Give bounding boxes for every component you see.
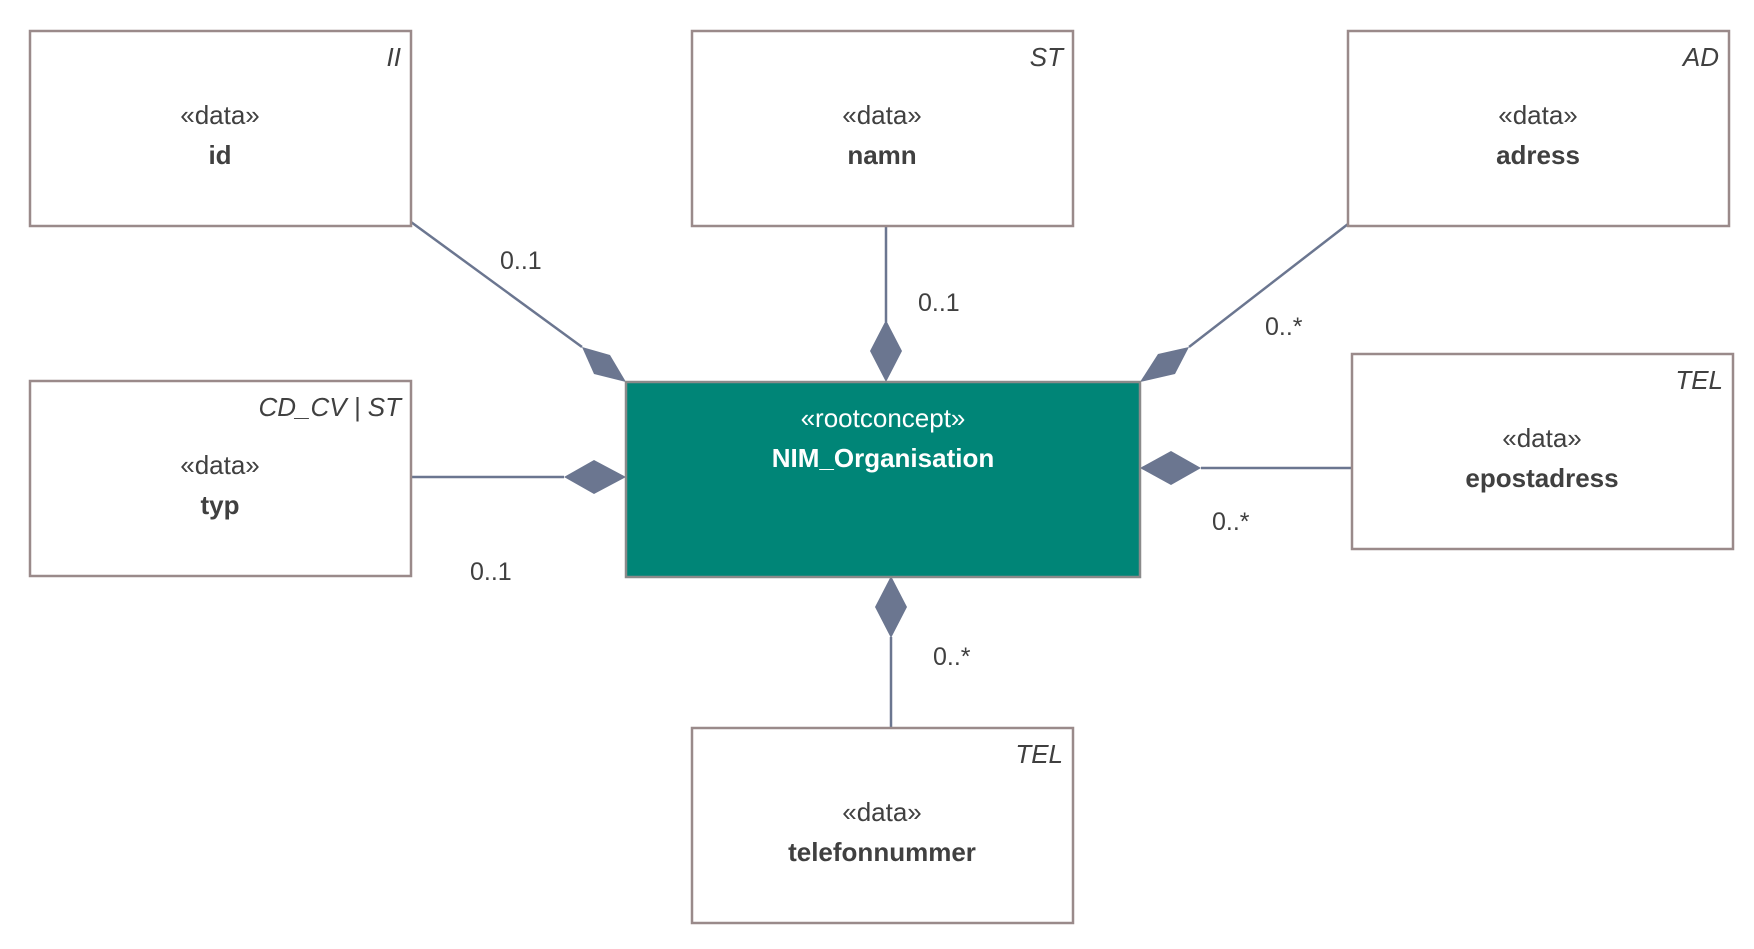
class-name: epostadress bbox=[1465, 463, 1618, 493]
composition-diamond-icon bbox=[1140, 347, 1189, 382]
stereotype-label: «data» bbox=[180, 100, 260, 130]
connector-id[interactable] bbox=[410, 220, 626, 382]
multiplicity-telefonnummer: 0..* bbox=[933, 643, 971, 671]
class-box-id[interactable]: II «data» id bbox=[28, 29, 413, 228]
composition-diamond-icon bbox=[564, 460, 626, 494]
composition-diamond-icon bbox=[875, 576, 907, 638]
class-box-typ[interactable]: CD_CV | ST «data» typ bbox=[28, 379, 413, 578]
class-box-epostadress[interactable]: TEL «data» epostadress bbox=[1350, 352, 1735, 551]
datatype-label: II bbox=[387, 42, 401, 72]
composition-diamond-icon bbox=[870, 320, 902, 382]
composition-diamond-icon bbox=[1140, 451, 1201, 485]
connector-namn[interactable] bbox=[870, 226, 902, 382]
root-concept-fill bbox=[624, 380, 1142, 579]
stereotype-label: «data» bbox=[180, 450, 260, 480]
connector-epostadress[interactable] bbox=[1140, 451, 1352, 485]
datatype-label: TEL bbox=[1675, 365, 1723, 395]
stereotype-label: «data» bbox=[842, 100, 922, 130]
class-box-adress[interactable]: AD «data» adress bbox=[1346, 29, 1731, 228]
stereotype-label: «data» bbox=[1502, 423, 1582, 453]
root-concept-box[interactable]: «rootconcept» NIM_Organisation bbox=[624, 380, 1142, 579]
root-stereotype-label: «rootconcept» bbox=[801, 403, 966, 433]
datatype-label: CD_CV | ST bbox=[258, 392, 403, 422]
root-class-name: NIM_Organisation bbox=[772, 443, 994, 473]
class-name: telefonnummer bbox=[788, 837, 976, 867]
class-box-telefonnummer[interactable]: TEL «data» telefonnummer bbox=[690, 726, 1075, 925]
datatype-label: ST bbox=[1030, 42, 1065, 72]
multiplicity-namn: 0..1 bbox=[918, 289, 960, 317]
stereotype-label: «data» bbox=[842, 797, 922, 827]
connector-adress[interactable] bbox=[1140, 223, 1349, 382]
connector-telefonnummer[interactable] bbox=[875, 576, 907, 728]
datatype-label: TEL bbox=[1015, 739, 1063, 769]
connector-typ[interactable] bbox=[411, 460, 626, 494]
datatype-label: AD bbox=[1681, 42, 1719, 72]
class-name: namn bbox=[847, 140, 916, 170]
multiplicity-id: 0..1 bbox=[500, 247, 542, 275]
multiplicity-adress: 0..* bbox=[1265, 313, 1303, 341]
multiplicity-epostadress: 0..* bbox=[1212, 508, 1250, 536]
composition-diamond-icon bbox=[582, 347, 626, 382]
class-name: adress bbox=[1496, 140, 1580, 170]
multiplicity-typ: 0..1 bbox=[470, 558, 512, 586]
class-box-namn[interactable]: ST «data» namn bbox=[690, 29, 1075, 228]
stereotype-label: «data» bbox=[1498, 100, 1578, 130]
class-name: typ bbox=[201, 490, 240, 520]
class-name: id bbox=[208, 140, 231, 170]
